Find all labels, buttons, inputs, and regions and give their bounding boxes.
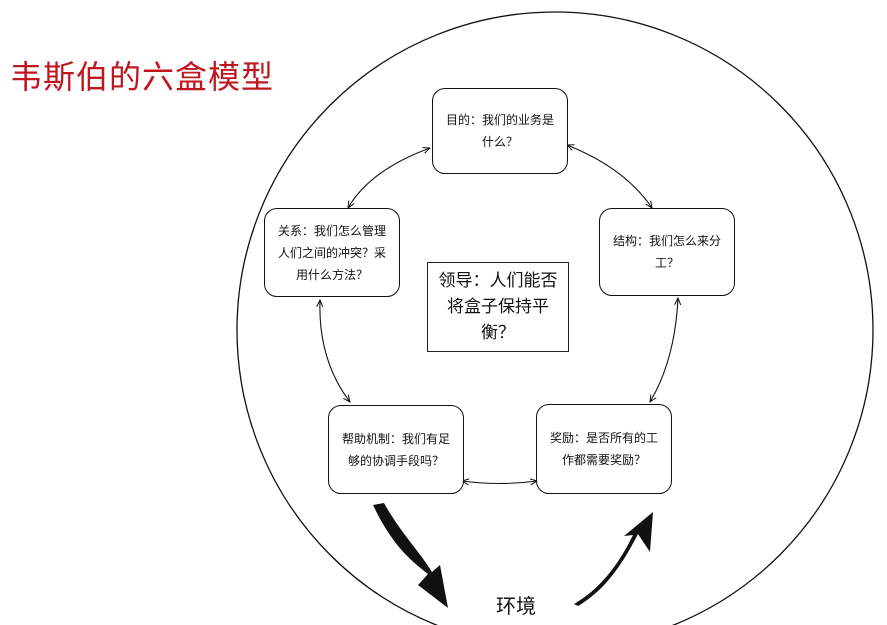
environment-circle <box>236 11 874 625</box>
arrow-purpose-structure <box>567 145 652 208</box>
page-title: 韦斯伯的六盒模型 <box>10 58 275 96</box>
relationships-text: 关系：我们怎么管理人们之间的冲突？采用什么方法？ <box>277 223 386 282</box>
arrow-structure-rewards <box>650 298 678 402</box>
purpose-box: 目的：我们的业务是什么？ <box>432 88 568 174</box>
environment-arrow-left-icon <box>373 503 448 608</box>
leadership-text: 领导：人们能否将盒子保持平衡？ <box>438 271 558 343</box>
rewards-box: 奖励：是否所有的工作都需要奖励？ <box>536 404 672 494</box>
structure-text: 结构：我们怎么来分工？ <box>612 234 721 270</box>
purpose-text: 目的：我们的业务是什么？ <box>445 113 554 149</box>
helpful-mechanisms-text: 帮助机制：我们有足够的协调手段吗？ <box>341 431 450 468</box>
arrow-mechanisms-rewards <box>462 481 537 484</box>
arrow-relationships-mechanisms <box>320 300 350 402</box>
environment-label: 环境 <box>496 594 536 618</box>
leadership-box: 领导：人们能否将盒子保持平衡？ <box>427 262 569 352</box>
environment-arrow-right-icon <box>574 512 653 606</box>
structure-box: 结构：我们怎么来分工？ <box>599 208 735 296</box>
rewards-text: 奖励：是否所有的工作都需要奖励？ <box>549 431 658 467</box>
helpful-mechanisms-box: 帮助机制：我们有足够的协调手段吗？ <box>328 405 464 494</box>
arrow-purpose-relationships <box>348 148 430 208</box>
relationships-box: 关系：我们怎么管理人们之间的冲突？采用什么方法？ <box>264 208 400 297</box>
